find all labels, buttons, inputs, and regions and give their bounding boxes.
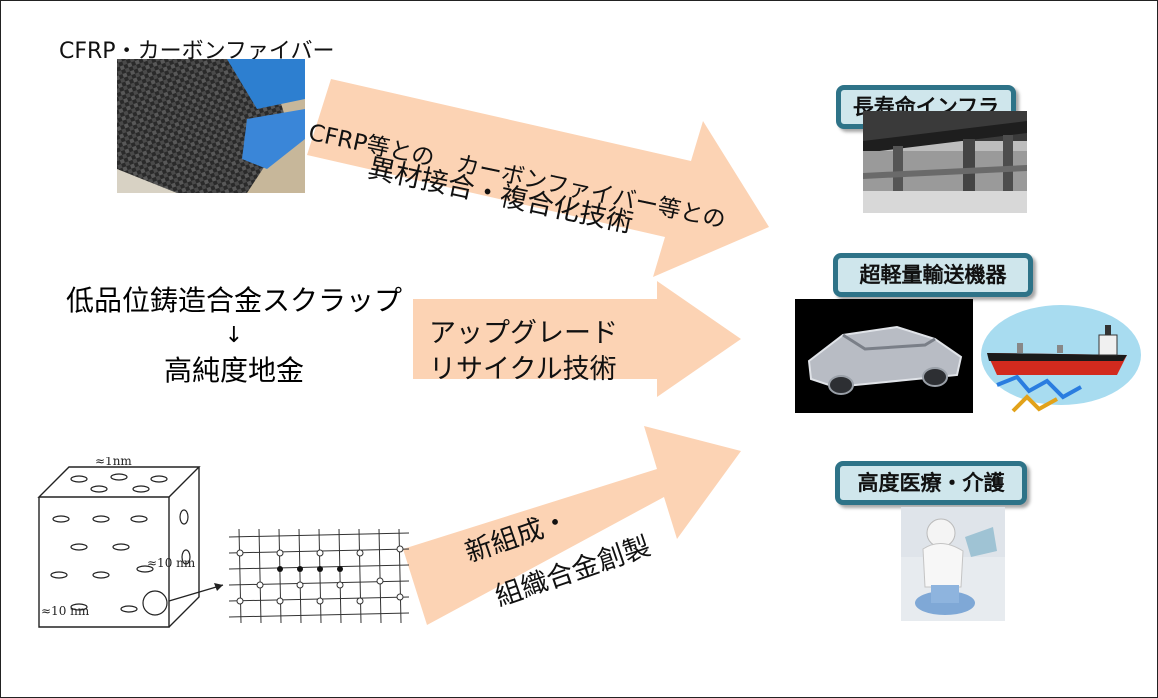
tag-medical: 高度医療・介護 [835,461,1027,505]
care-robot-photo [901,507,1005,621]
metal-label: 高純度地金 [163,354,304,387]
ship-illustration [981,305,1141,413]
label-10nm-a: ≈10 nm [147,556,196,570]
down-arrow: ↓ [224,323,244,348]
arrow-top [307,79,769,277]
carbon-fiber-photo [117,59,305,193]
arrow-middle-text-1: アップグレード [429,318,618,349]
label-10nm-b: ≈10 nm [41,604,90,618]
cube-front-face [38,497,170,628]
bridge-photo [863,111,1027,213]
tag-transport: 超軽量輸送機器 [833,253,1033,297]
arrow-middle [413,281,741,397]
cube-side-face [168,467,200,628]
cube-top-face [37,466,201,498]
arrow-middle-text-2: リサイクル技術 [429,354,617,385]
label-1nm: ≈1nm [95,457,132,468]
car-body-photo [795,299,973,413]
arrow-bottom [403,426,741,625]
zoom-arrow [168,584,224,602]
solute-atoms [277,566,343,572]
scrap-block: 低品位鋳造合金スクラップ ↓ 高純度地金 [49,281,419,391]
atomic-lattice [228,528,410,624]
scrap-label: 低品位鋳造合金スクラップ [65,284,402,317]
nano-structure-diagram: ≈1nm ≈10 nm ≈10 nm [37,457,410,628]
zoom-gear [142,590,168,616]
